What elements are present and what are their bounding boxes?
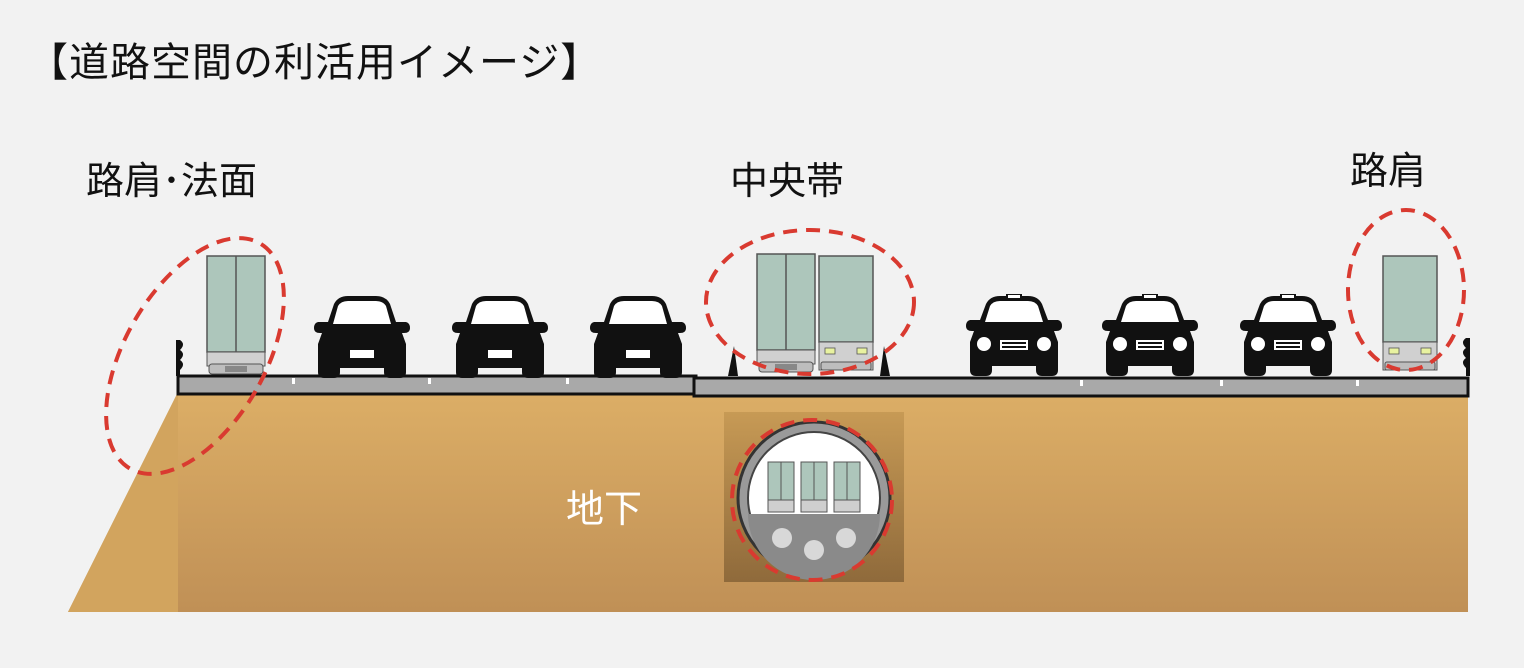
right-guardrail [1463, 338, 1470, 376]
median-barrier-right [880, 346, 890, 376]
left-guardrail [176, 340, 183, 376]
label-shoulder-slope: 路肩･法面 [86, 159, 258, 203]
tunnel-trucks [767, 461, 861, 513]
car-3 [590, 296, 686, 378]
lane-marks [292, 378, 1359, 386]
label-underground: 地下 [566, 487, 643, 531]
label-shoulder: 路肩 [1350, 149, 1427, 193]
car-1 [314, 296, 410, 378]
page-title: 【道路空間の利活用イメージ】 [28, 40, 602, 86]
highlight-shoulder-slope [104, 236, 286, 476]
car-4 [966, 294, 1062, 376]
road-surface-right [692, 376, 1470, 398]
label-median: 中央帯 [730, 159, 845, 203]
truck-median-2 [818, 255, 874, 371]
car-5 [1102, 294, 1198, 376]
car-2 [452, 296, 548, 378]
car-6 [1240, 294, 1336, 376]
highlight-underground [730, 418, 894, 582]
highlight-shoulder-right [1346, 208, 1466, 372]
median-barrier-left [728, 346, 738, 376]
truck-shoulder-right [1382, 255, 1438, 371]
truck-median-1 [756, 253, 816, 373]
highlight-median [704, 228, 916, 376]
truck-shoulder-left [206, 255, 266, 375]
